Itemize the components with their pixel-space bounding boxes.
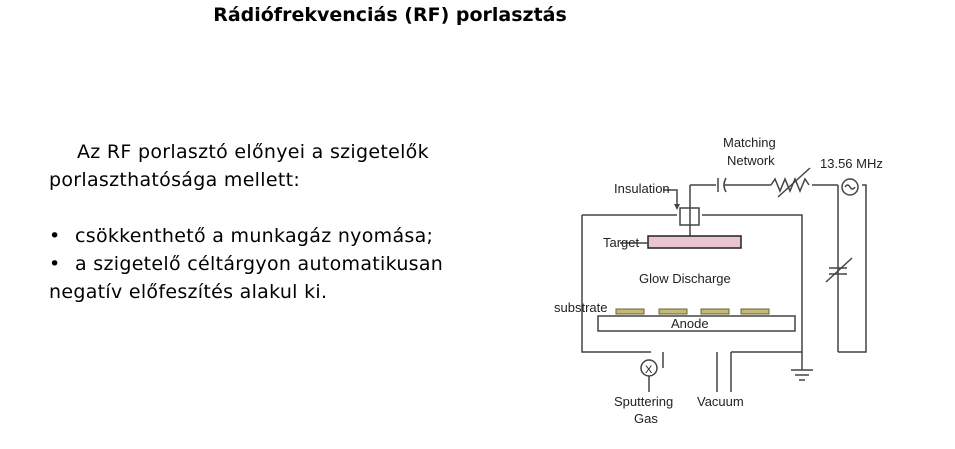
label-sputtering-2: Gas bbox=[634, 411, 658, 426]
rf-line bbox=[690, 184, 867, 353]
label-glow: Glow Discharge bbox=[639, 271, 731, 286]
intro-line-2: porlaszthatósága mellett: bbox=[49, 169, 301, 191]
label-substrate: substrate bbox=[554, 300, 607, 315]
slide-body: Az RF porlasztó előnyei a szigetelők por… bbox=[49, 138, 539, 306]
rf-source-icon bbox=[841, 178, 859, 196]
label-matching-2: Network bbox=[727, 153, 775, 168]
label-anode: Anode bbox=[671, 316, 709, 331]
label-vacuum: Vacuum bbox=[697, 394, 744, 409]
slide-title: Rádiófrekvenciás (RF) porlasztás bbox=[213, 4, 567, 26]
matching-coil bbox=[770, 177, 810, 193]
label-insulation: Insulation bbox=[614, 181, 670, 196]
label-target: Target bbox=[603, 235, 640, 250]
substrate-sample bbox=[658, 308, 688, 315]
bullet-item: • a szigetelő céltárgyon automatikusan bbox=[49, 250, 539, 278]
substrate-sample bbox=[740, 308, 770, 315]
label-matching-1: Matching bbox=[723, 135, 776, 150]
label-frequency: 13.56 MHz bbox=[820, 156, 883, 171]
label-sputtering-1: Sputtering bbox=[614, 394, 673, 409]
substrate-sample bbox=[700, 308, 730, 315]
paragraph-spacer bbox=[49, 194, 539, 222]
substrate-sample bbox=[615, 308, 645, 315]
bullet-item: • csökkenthető a munkagáz nyomása; bbox=[49, 222, 539, 250]
chamber-wall bbox=[581, 214, 803, 392]
intro-line-1: Az RF porlasztó előnyei a szigetelők bbox=[77, 141, 429, 163]
bullet-marker: • bbox=[49, 225, 61, 247]
bullet-continuation: negatív előfeszítés alakul ki. bbox=[49, 281, 328, 303]
label-valve-mark: X bbox=[645, 364, 653, 376]
rf-sputtering-diagram: Matching Network 13.56 MHz Insulation Ta… bbox=[554, 135, 883, 426]
bullet-marker: • bbox=[49, 253, 61, 275]
bullet-text: a szigetelő céltárgyon automatikusan bbox=[75, 253, 444, 275]
anode-plate bbox=[597, 315, 796, 332]
bullet-text: csökkenthető a munkagáz nyomása; bbox=[75, 225, 434, 247]
target-plate bbox=[647, 235, 742, 249]
